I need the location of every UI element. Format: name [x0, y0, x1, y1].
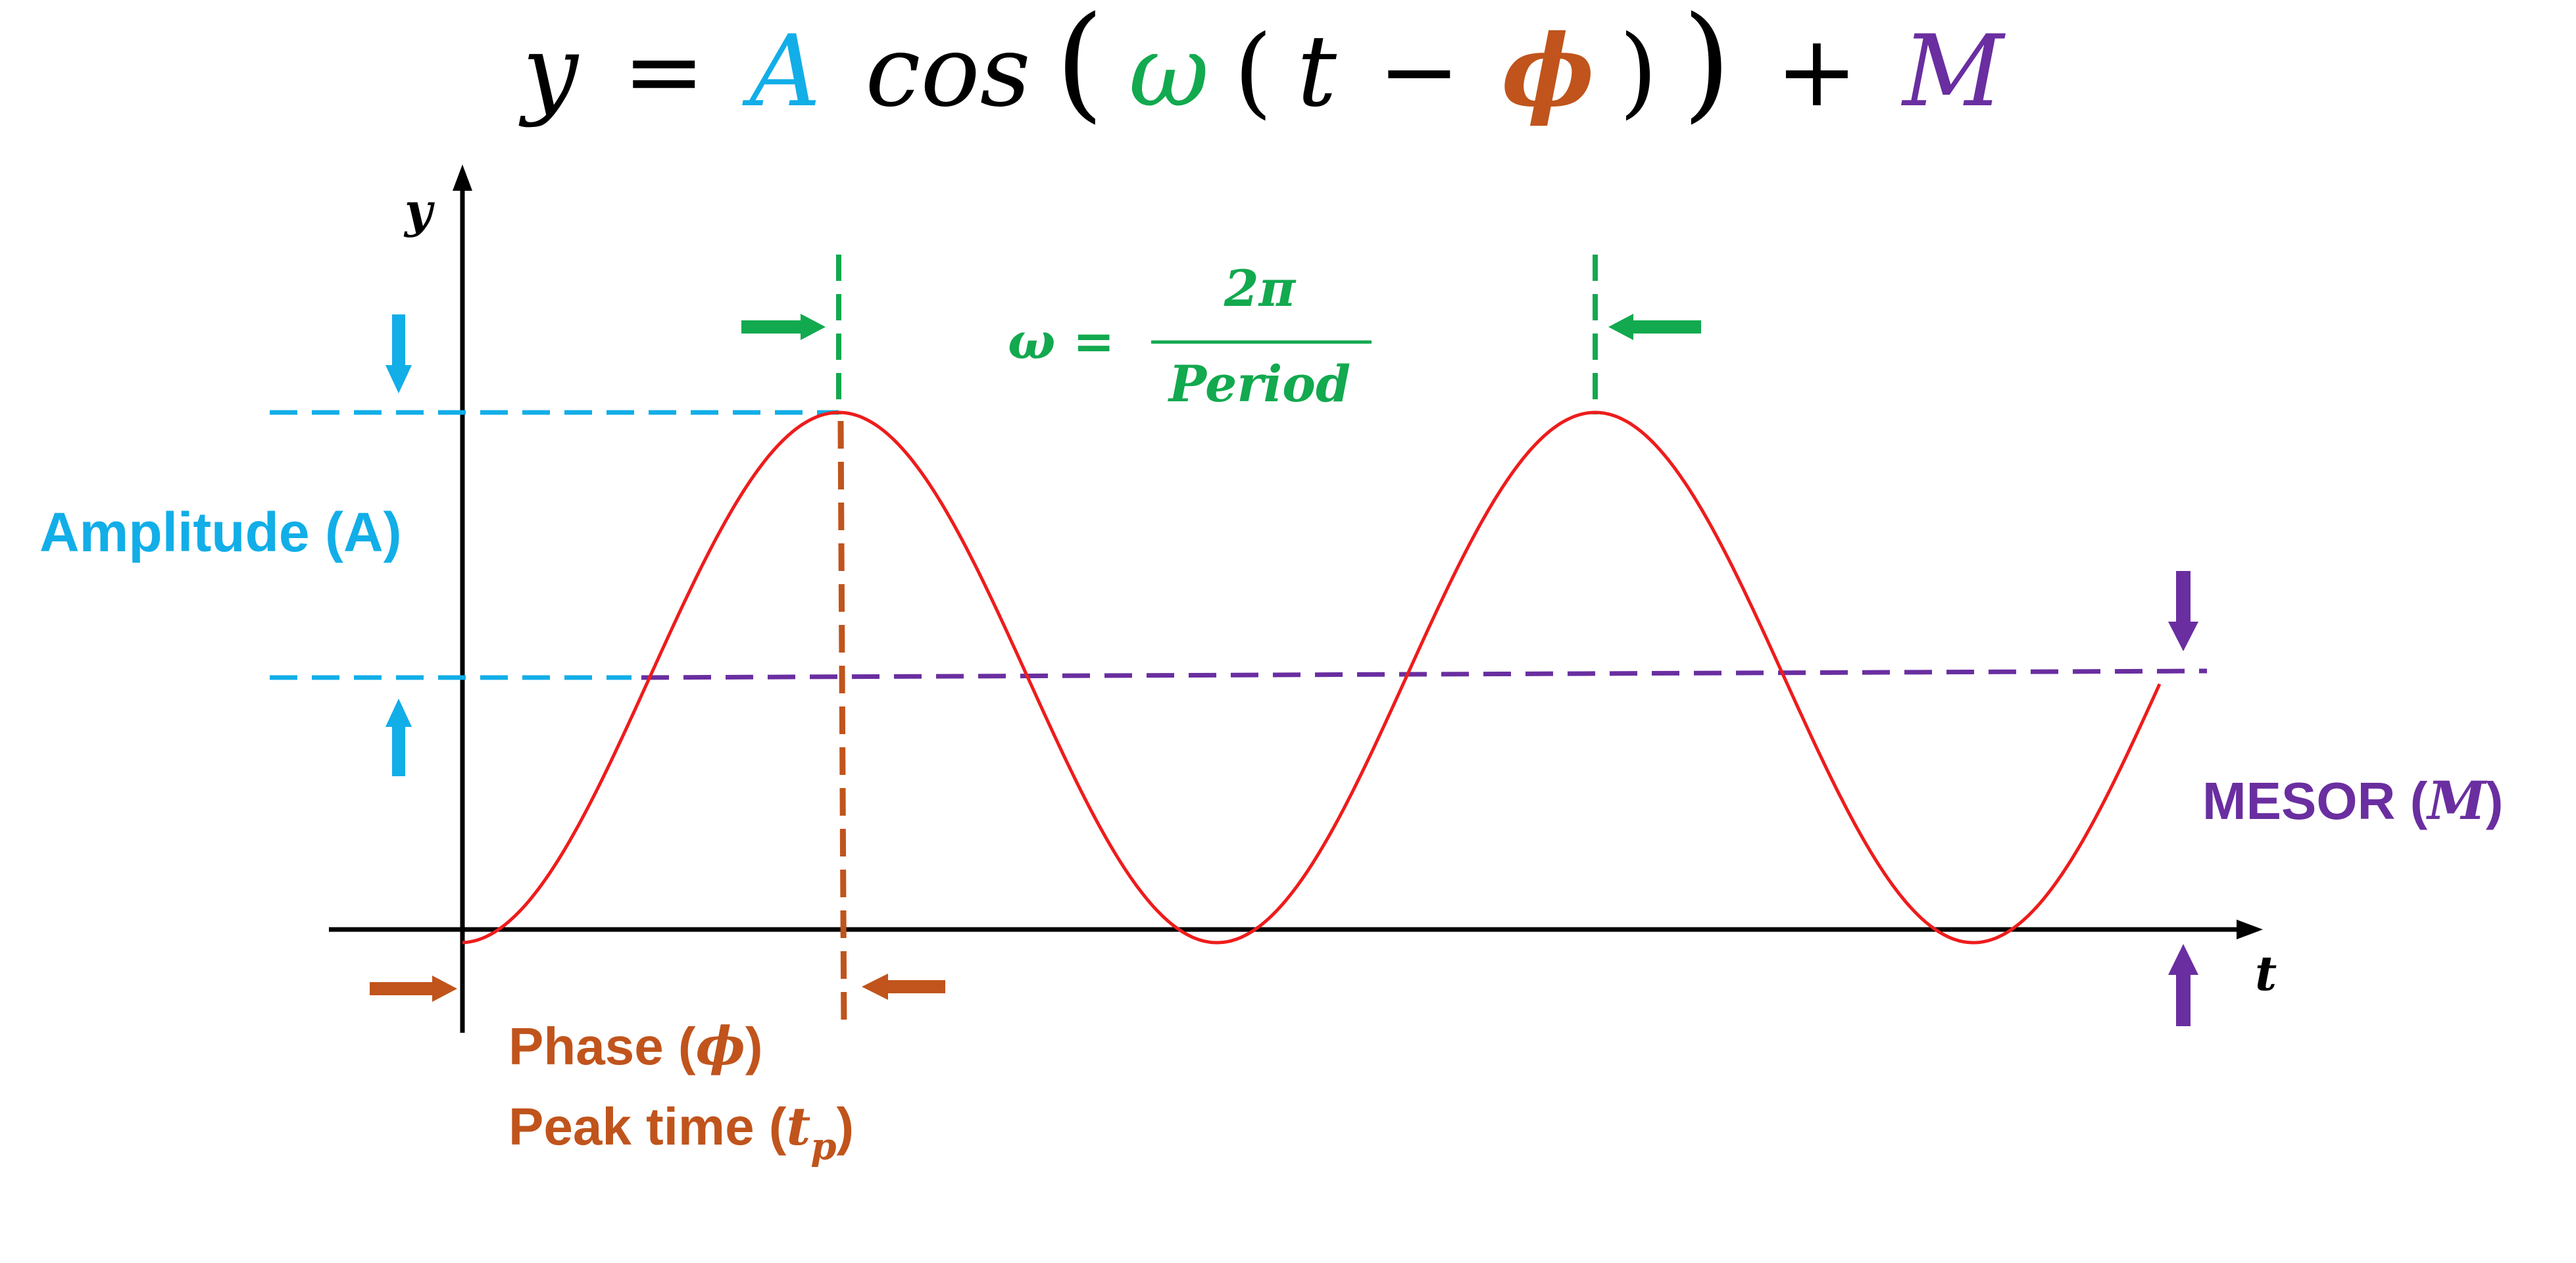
equation-amplitude: A [742, 14, 821, 129]
equation: y = A cos ( ω ( t − ϕ ) ) + M [518, 0, 2006, 135]
equation-plus: + [1775, 14, 1858, 129]
peak-label-subscript: p [810, 1125, 836, 1168]
x-axis-label: t [2255, 945, 2277, 1001]
y-axis-label: y [403, 182, 435, 238]
mesor-label-prefix: MESOR ( [2202, 772, 2428, 830]
arrow-down-icon [385, 314, 412, 393]
arrow-down-icon [2168, 571, 2198, 651]
arrow-up-icon [385, 699, 412, 776]
phase-line [837, 420, 847, 1033]
amplitude-label: Amplitude (A) [39, 501, 402, 563]
phase-label-suffix: ) [745, 1017, 763, 1076]
equation-t: t [1297, 14, 1337, 129]
phase-label-symbol: ϕ [696, 1015, 745, 1077]
arrow-up-icon [2168, 944, 2198, 1026]
omega-formula-numerator: 2π [1224, 259, 1297, 318]
equation-minus: − [1377, 14, 1460, 129]
phase-label: Phase (ϕ) [508, 1015, 763, 1077]
equation-equals: = [622, 14, 705, 129]
mesor-label: MESOR (M) [2202, 770, 2503, 831]
omega-formula-lhs: ω = [1008, 312, 1115, 370]
equation-inner-close: ) [1619, 14, 1658, 129]
omega-formula-denominator: Period [1168, 355, 1350, 413]
equation-omega: ω [1129, 14, 1209, 129]
equation-phi: ϕ [1502, 13, 1595, 129]
x-axis-arrowhead [2237, 920, 2263, 939]
equation-inner-open: ( [1234, 14, 1273, 129]
mesor-line [641, 668, 2208, 680]
equation-open-paren: ( [1055, 0, 1104, 135]
peak-time-label: Peak time (tp) [508, 1095, 854, 1168]
peak-label-prefix: Peak time ( [508, 1097, 787, 1156]
arrow-left-icon [1608, 314, 1701, 340]
mesor-label-symbol: M [2425, 770, 2487, 831]
equation-cos: cos [865, 14, 1030, 129]
arrow-left-icon [862, 974, 945, 1000]
equation-mesor: M [1900, 14, 2006, 129]
mesor-label-suffix: ) [2486, 772, 2504, 830]
y-axis-arrowhead [453, 164, 472, 191]
equation-y: y [518, 14, 580, 129]
equation-close-paren: ) [1682, 0, 1731, 135]
phase-label-prefix: Phase ( [508, 1017, 696, 1076]
arrow-right-icon [370, 976, 457, 1002]
cosine-curve [462, 410, 2162, 945]
peak-label-symbol: t [786, 1095, 810, 1157]
peak-label-suffix: ) [837, 1097, 855, 1156]
arrow-right-icon [741, 314, 826, 340]
